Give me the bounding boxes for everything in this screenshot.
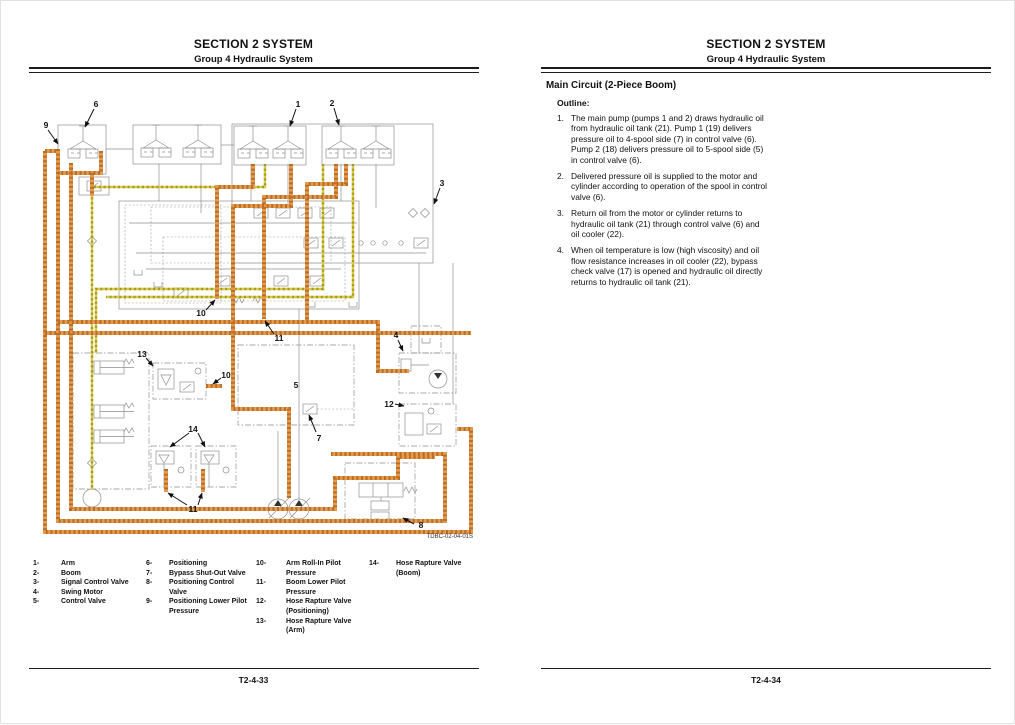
outline-label: Outline: (557, 98, 590, 108)
callout-10-valve: 10 (196, 308, 206, 318)
section-title: Main Circuit (2-Piece Boom) (546, 80, 677, 91)
left-footer-rule (29, 668, 479, 669)
left-header-rule (29, 67, 479, 73)
legend-item: 2-Boom (33, 569, 81, 577)
legend-item: 3-Signal Control Valve (33, 579, 129, 587)
callout-11-hose: 11 (189, 504, 198, 514)
right-page-number: T2-4-34 (751, 675, 781, 685)
legend-item: 5-Control Valve (33, 598, 106, 606)
legend-item: 1-Arm (33, 560, 76, 567)
callout-6: 6 (94, 99, 99, 109)
legend-item: 12-Hose Rapture Valve (Positioning) (256, 598, 352, 615)
legend-item: 13-Hose Rapture Valve (Arm) (256, 617, 352, 635)
legend-column-3: 10-Arm Roll-In Pilot Pressure 11-Boom Lo… (256, 559, 364, 636)
outline-item: 4. When oil temperature is low (high vis… (557, 245, 763, 287)
callout-numbers: 6 9 1 2 3 10 11 13 10 14 11 5 7 4 12 8 (44, 98, 445, 530)
legend-item: 4-Swing Motor (33, 588, 103, 596)
legend-column-4: 14-Hose Rapture Valve (Boom) (369, 559, 477, 578)
left-header-group: Group 4 Hydraulic System (194, 54, 313, 65)
legend-item: 6-Positioning (146, 560, 208, 567)
callout-10-hose: 10 (221, 370, 231, 380)
left-page-number: T2-4-33 (238, 675, 269, 685)
callout-11-valve: 11 (275, 333, 284, 343)
right-header-rule (541, 67, 991, 73)
callout-8: 8 (419, 520, 424, 530)
legend-item: 10-Arm Roll-In Pilot Pressure (256, 560, 341, 577)
legend-item: 9-Positioning Lower Pilot Pressure (146, 598, 247, 615)
legend-column-2: 6-Positioning 7-Bypass Shut-Out Valve 8-… (146, 559, 249, 617)
callout-arrows (47, 107, 441, 525)
callout-14: 14 (188, 424, 198, 434)
outline-item: 2. Delivered pressure oil is supplied to… (557, 171, 767, 202)
legend-column-1: 1-Arm 2-Boom 3-Signal Control Valve 4-Sw… (33, 559, 141, 607)
callout-1: 1 (296, 99, 301, 109)
callout-7: 7 (317, 433, 322, 443)
callout-5: 5 (294, 380, 299, 390)
legend-item: 14-Hose Rapture Valve (Boom) (369, 560, 462, 577)
callout-2: 2 (330, 98, 335, 108)
legend-item: 7-Bypass Shut-Out Valve (146, 569, 246, 577)
right-footer-rule (541, 668, 991, 669)
legend-item: 8-Positioning Control Valve (146, 579, 234, 596)
yellow-pilot-routes (90, 164, 355, 489)
callout-13: 13 (137, 349, 147, 359)
orange-main-routes (43, 149, 473, 534)
outline-item: 3. Return oil from the motor or cylinder… (557, 208, 760, 240)
callout-3: 3 (440, 178, 445, 188)
diagram-code: TDBC-02-04-01S (426, 534, 473, 540)
callout-4: 4 (394, 330, 399, 340)
callout-9: 9 (44, 120, 49, 130)
left-header-section: SECTION 2 SYSTEM (193, 37, 314, 51)
callout-12: 12 (384, 399, 394, 409)
legend-item: 11-Boom Lower Pilot Pressure (256, 579, 346, 596)
outline-item: 1. The main pump (pumps 1 and 2) draws h… (557, 113, 764, 165)
right-header-group: Group 4 Hydraulic System (706, 54, 826, 65)
outline-list: 1. The main pump (pumps 1 and 2) draws h… (557, 113, 769, 293)
right-header-section: SECTION 2 SYSTEM (706, 37, 826, 51)
